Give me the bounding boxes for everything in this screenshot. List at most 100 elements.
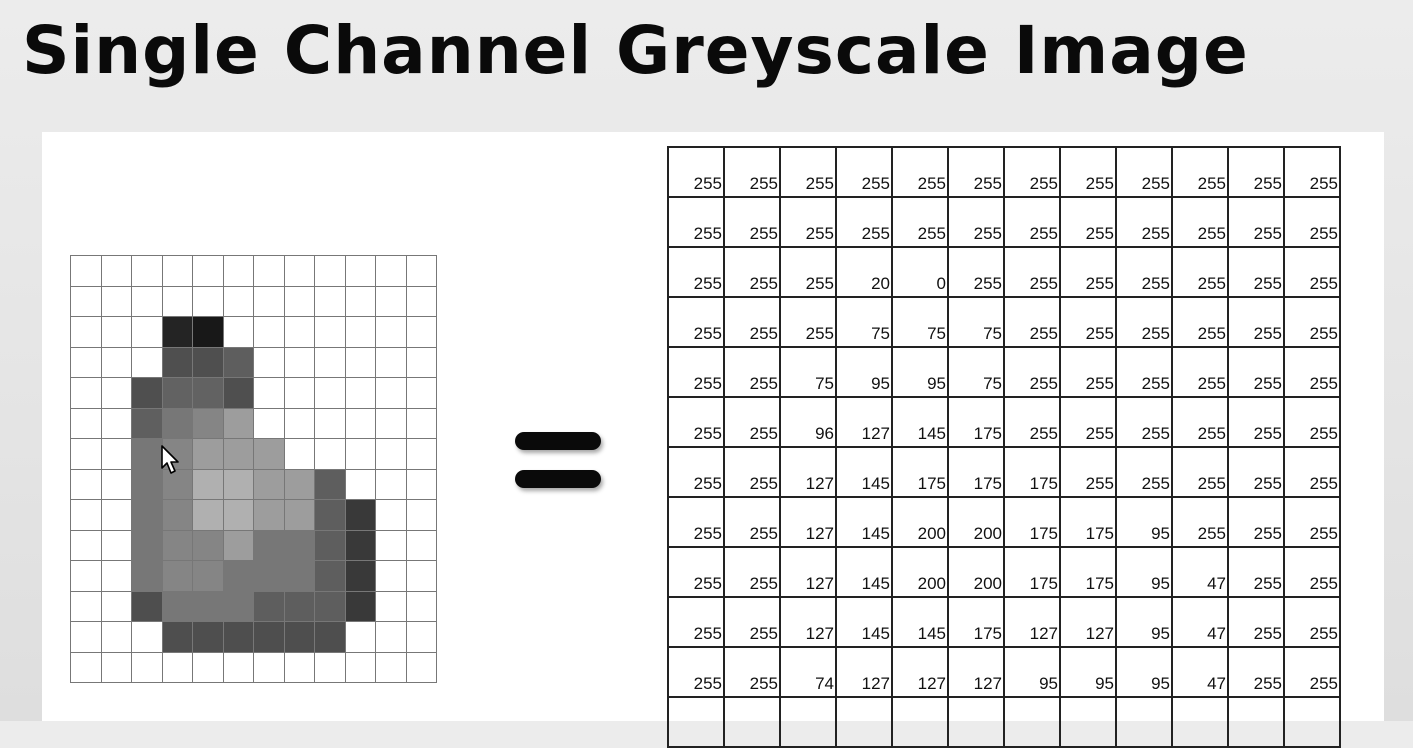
matrix-cell: 95	[1115, 596, 1173, 648]
pixel-cell	[284, 561, 315, 592]
pixel-cell	[193, 317, 224, 348]
matrix-cell: 255	[1115, 196, 1173, 248]
page-title: Single Channel Greyscale Image	[22, 12, 1249, 89]
pixel-cell	[193, 652, 224, 683]
pixel-cell	[376, 500, 407, 531]
matrix-cell	[1115, 696, 1173, 748]
pixel-cell	[345, 622, 376, 653]
pixel-cell	[71, 408, 102, 439]
pixel-cell	[376, 286, 407, 317]
matrix-cell: 20	[835, 246, 893, 298]
matrix-cell: 75	[891, 296, 949, 348]
pixel-cell	[315, 347, 346, 378]
pixel-cell	[132, 622, 163, 653]
pixel-cell	[315, 317, 346, 348]
matrix-cell	[1171, 696, 1229, 748]
greyscale-pixel-grid	[70, 255, 437, 683]
matrix-cell: 255	[723, 446, 781, 498]
matrix-cell: 95	[835, 346, 893, 398]
pixel-cell	[406, 652, 437, 683]
pixel-cell	[162, 317, 193, 348]
pixel-cell	[223, 469, 254, 500]
matrix-cell: 255	[947, 196, 1005, 248]
pixel-cell	[284, 622, 315, 653]
pixel-cell	[132, 500, 163, 531]
pixel-cell	[406, 286, 437, 317]
matrix-cell: 255	[1003, 246, 1061, 298]
pixel-cell	[315, 652, 346, 683]
mouse-pointer-icon	[161, 445, 179, 474]
matrix-cell: 175	[891, 446, 949, 498]
matrix-cell: 255	[779, 196, 837, 248]
pixel-cell	[71, 286, 102, 317]
pixel-cell	[254, 256, 285, 287]
matrix-cell: 255	[1171, 146, 1229, 198]
matrix-cell: 175	[1003, 496, 1061, 548]
pixel-cell	[284, 256, 315, 287]
matrix-cell: 255	[723, 346, 781, 398]
matrix-cell: 255	[1227, 246, 1285, 298]
pixel-cell	[132, 530, 163, 561]
pixel-cell	[193, 347, 224, 378]
pixel-cell	[315, 408, 346, 439]
pixel-cell	[193, 378, 224, 409]
matrix-cell: 255	[1003, 146, 1061, 198]
pixel-cell	[315, 561, 346, 592]
pixel-cell	[71, 561, 102, 592]
pixel-cell	[376, 317, 407, 348]
matrix-cell: 255	[1003, 196, 1061, 248]
pixel-cell	[162, 347, 193, 378]
matrix-cell: 175	[1003, 446, 1061, 498]
pixel-cell	[406, 256, 437, 287]
pixel-cell	[193, 530, 224, 561]
matrix-cell: 200	[891, 546, 949, 598]
matrix-cell: 255	[1227, 146, 1285, 198]
pixel-cell	[193, 591, 224, 622]
pixel-cell	[315, 500, 346, 531]
matrix-cell: 255	[1003, 346, 1061, 398]
pixel-cell	[254, 469, 285, 500]
matrix-cell: 255	[1283, 646, 1341, 698]
pixel-cell	[345, 317, 376, 348]
pixel-cell	[132, 378, 163, 409]
matrix-cell: 255	[1003, 396, 1061, 448]
matrix-cell: 255	[667, 196, 725, 248]
pixel-cell	[345, 347, 376, 378]
matrix-cell: 255	[723, 646, 781, 698]
pixel-cell	[376, 530, 407, 561]
pixel-cell	[132, 652, 163, 683]
matrix-cell: 255	[667, 646, 725, 698]
matrix-cell: 255	[891, 196, 949, 248]
pixel-cell	[284, 469, 315, 500]
matrix-cell: 255	[1059, 196, 1117, 248]
matrix-cell: 95	[891, 346, 949, 398]
matrix-cell: 255	[1171, 196, 1229, 248]
matrix-cell: 255	[723, 196, 781, 248]
matrix-cell: 255	[1171, 296, 1229, 348]
matrix-cell: 255	[1227, 296, 1285, 348]
pixel-cell	[223, 317, 254, 348]
pixel-cell	[315, 439, 346, 470]
matrix-cell: 255	[1283, 246, 1341, 298]
pixel-cell	[223, 530, 254, 561]
pixel-cell	[284, 500, 315, 531]
pixel-cell	[223, 561, 254, 592]
matrix-cell: 255	[1283, 496, 1341, 548]
pixel-cell	[284, 652, 315, 683]
matrix-cell: 127	[779, 596, 837, 648]
pixel-cell	[193, 622, 224, 653]
pixel-cell	[406, 622, 437, 653]
matrix-cell: 255	[779, 296, 837, 348]
matrix-cell: 255	[779, 146, 837, 198]
pixel-cell	[223, 408, 254, 439]
pixel-cell	[376, 378, 407, 409]
matrix-cell: 255	[1003, 296, 1061, 348]
pixel-cell	[223, 347, 254, 378]
pixel-cell	[162, 561, 193, 592]
pixel-cell	[162, 622, 193, 653]
matrix-cell: 255	[723, 246, 781, 298]
pixel-cell	[71, 652, 102, 683]
